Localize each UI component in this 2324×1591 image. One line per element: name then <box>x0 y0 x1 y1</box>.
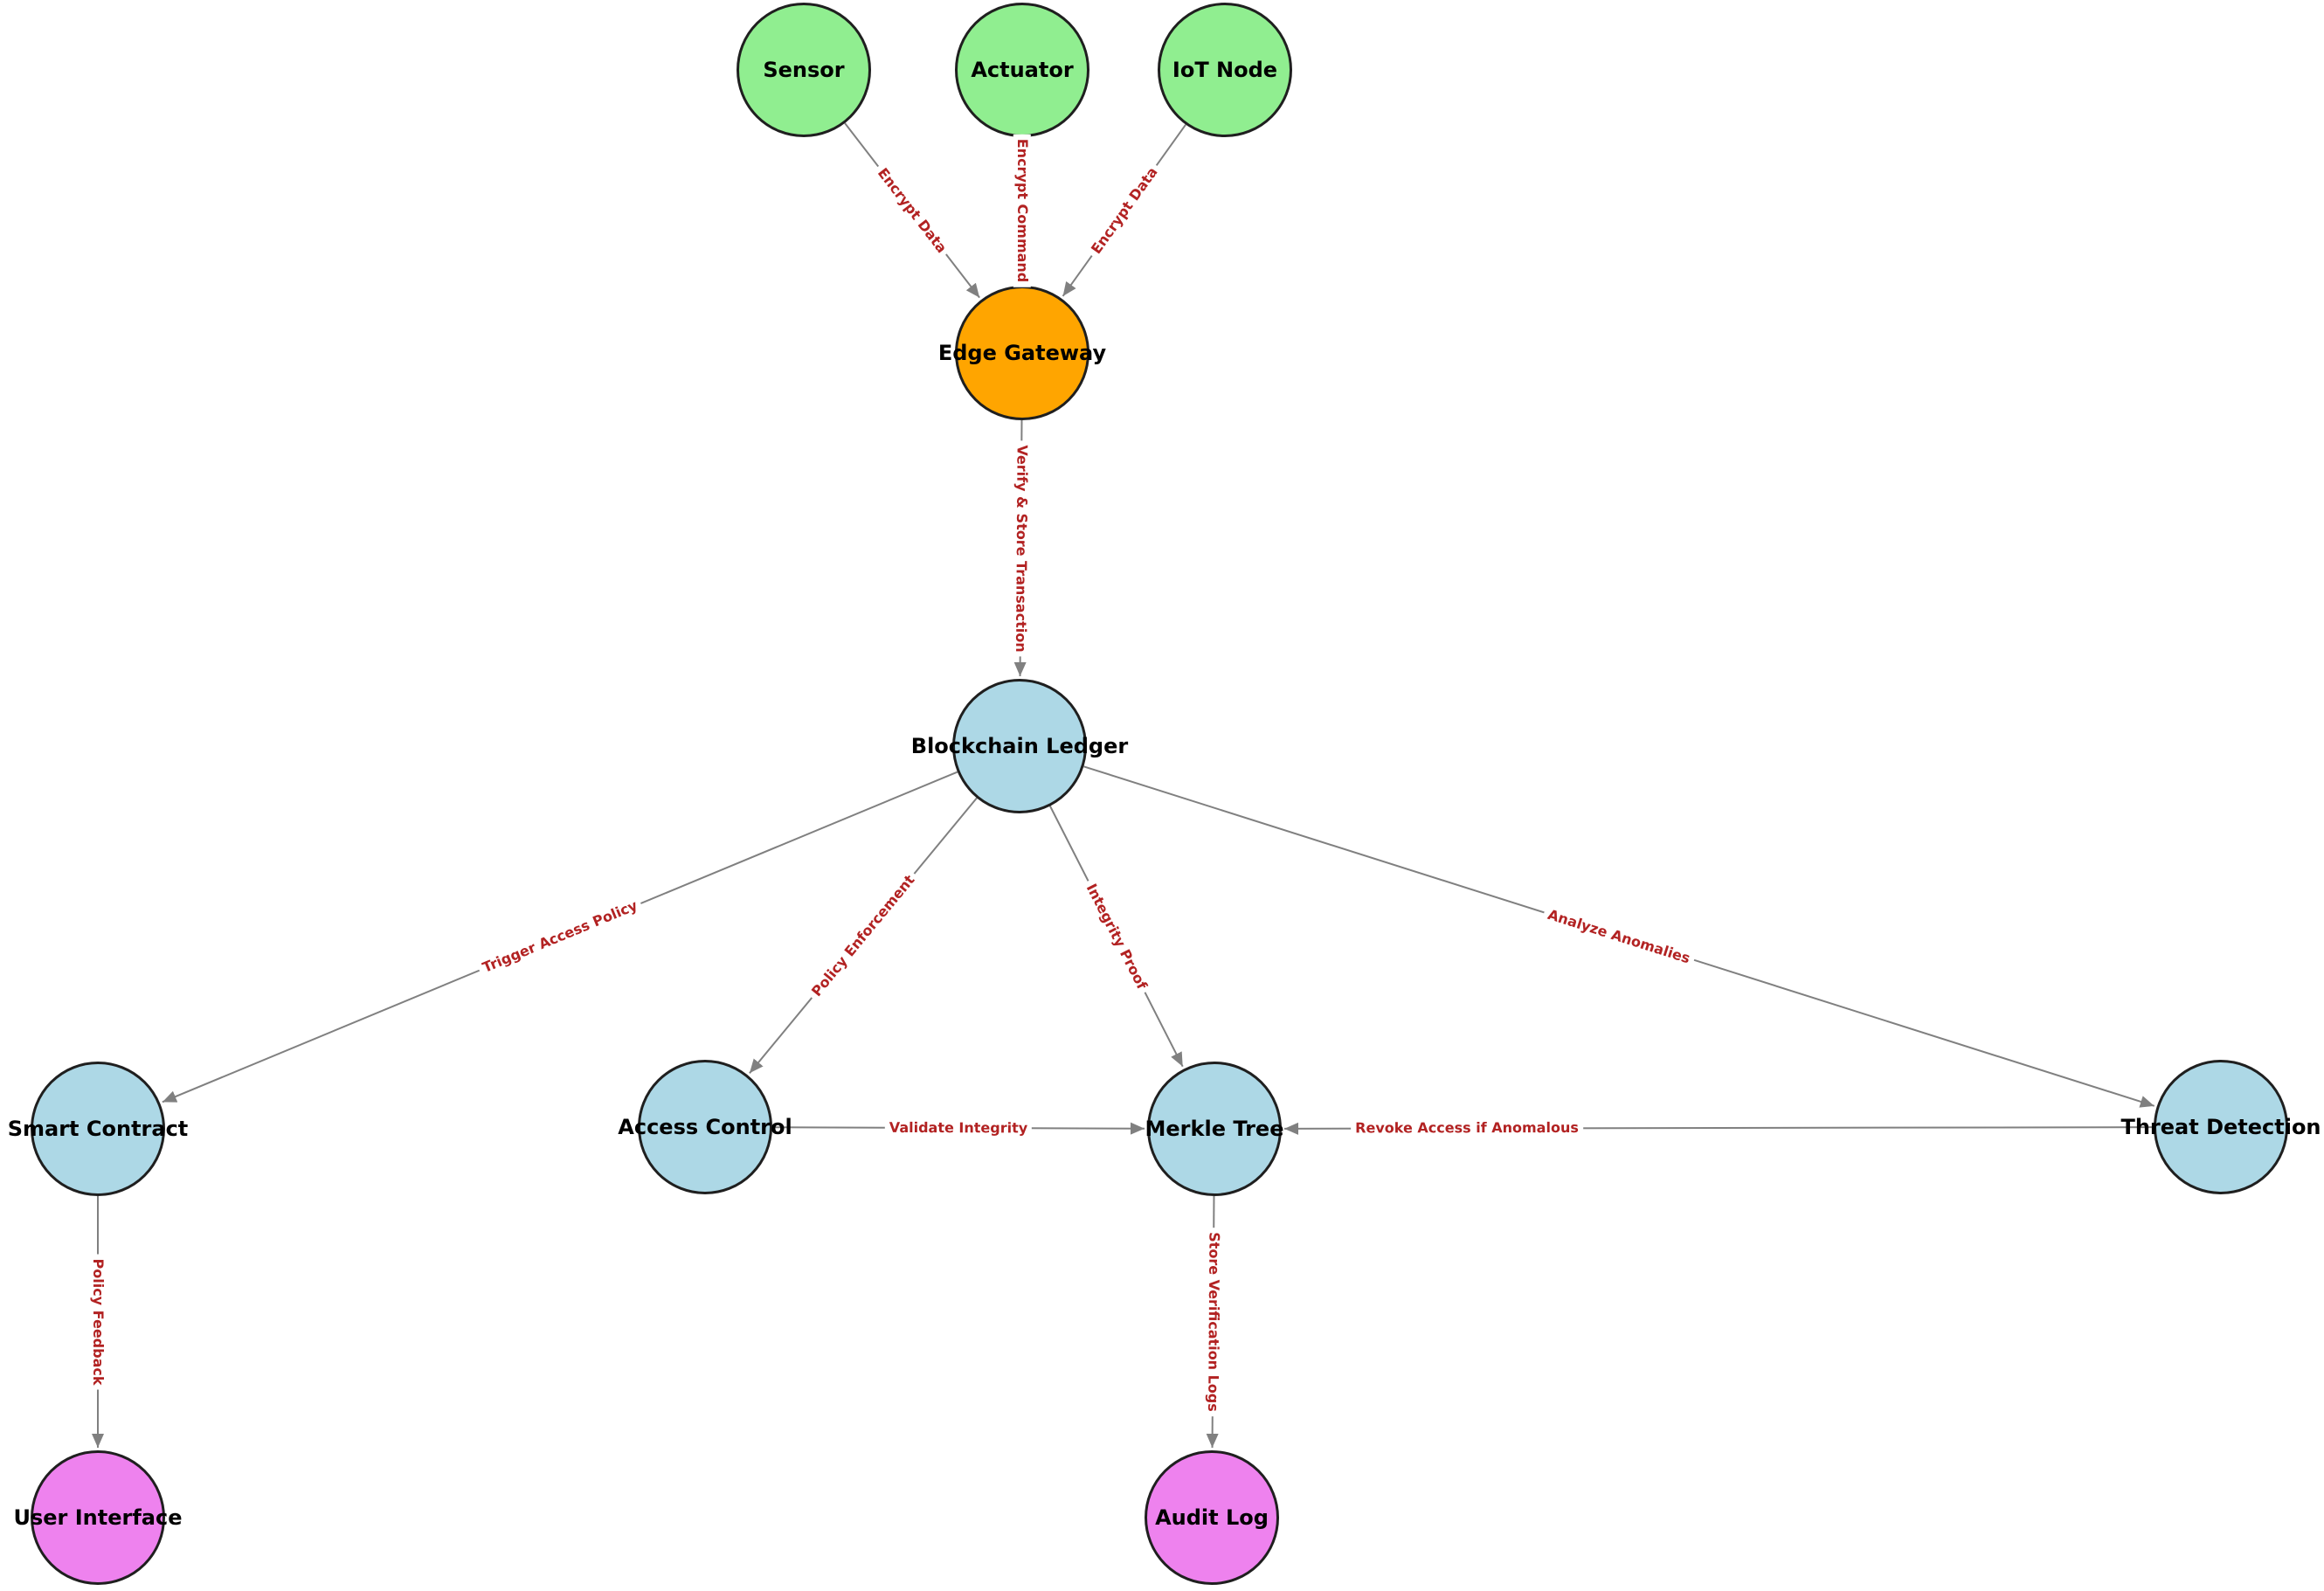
edge-label-threat-detection-merkle-tree: Revoke Access if Anomalous <box>1351 1119 1583 1138</box>
edge-label-actuator-edge-gateway: Encrypt Command <box>1013 134 1031 287</box>
node-label-actuator: Actuator <box>971 58 1074 82</box>
edge-label-access-control-merkle-tree: Validate Integrity <box>884 1118 1033 1138</box>
edge-group <box>92 122 2155 1449</box>
node-user-interface <box>31 1450 165 1585</box>
node-merkle-tree <box>1147 1062 1282 1196</box>
node-label-access-control: Access Control <box>618 1115 792 1139</box>
node-label-merkle-tree: Merkle Tree <box>1145 1117 1284 1141</box>
node-smart-contract <box>31 1062 165 1196</box>
node-audit-log <box>1145 1450 1279 1585</box>
node-label-sensor: Sensor <box>763 58 845 82</box>
node-threat-detection <box>2154 1060 2288 1194</box>
edge-label-smart-contract-user-interface: Policy Feedback <box>89 1254 107 1390</box>
edge-label-edge-gateway-blockchain-ledger: Verify & Store Transaction <box>1011 439 1031 657</box>
node-label-smart-contract: Smart Contract <box>7 1117 189 1141</box>
node-label-blockchain-ledger: Blockchain Ledger <box>910 734 1129 758</box>
node-label-iot-node: IoT Node <box>1172 58 1278 82</box>
node-edge-gateway <box>955 286 1089 420</box>
node-label-edge-gateway: Edge Gateway <box>937 341 1107 365</box>
node-label-user-interface: User Interface <box>13 1505 183 1530</box>
node-sensor <box>737 3 871 137</box>
edge-label-merkle-tree-audit-log: Store Verification Logs <box>1203 1228 1223 1416</box>
node-blockchain-ledger <box>952 679 1087 813</box>
node-iot-node <box>1158 3 1292 137</box>
node-label-audit-log: Audit Log <box>1155 1505 1269 1530</box>
node-label-threat-detection: Threat Detection <box>2120 1115 2321 1139</box>
node-access-control <box>638 1060 772 1194</box>
